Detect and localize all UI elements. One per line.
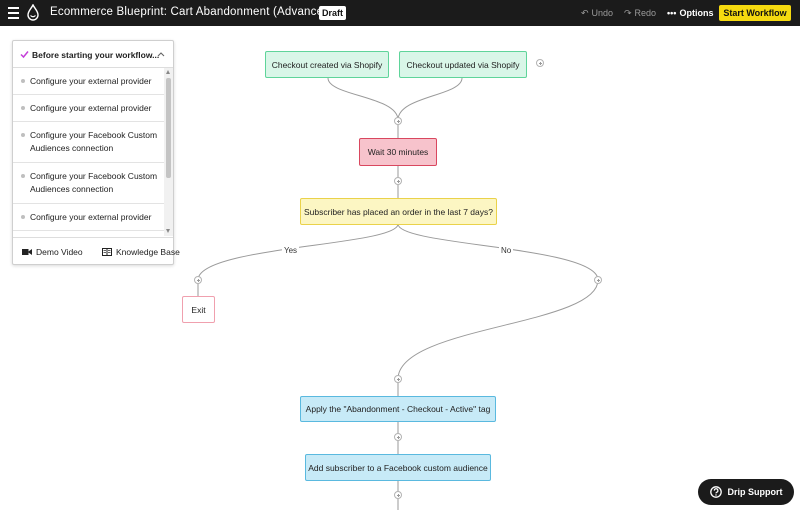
checklist-item[interactable]: Configure your Facebook Custom Audiences… (13, 122, 164, 163)
bullet-icon (21, 106, 25, 110)
checklist-scrollbar[interactable] (164, 68, 173, 236)
start-workflow-button[interactable]: Start Workflow (719, 5, 791, 21)
checklist-title: Before starting your workflow... (32, 50, 160, 60)
checklist-item[interactable]: Configure your external provider (13, 68, 164, 95)
chevron-up-icon[interactable] (157, 51, 165, 57)
add-step-icon[interactable] (394, 491, 402, 499)
yes-branch-label: Yes (282, 246, 300, 255)
more-dots-icon: ••• (667, 8, 677, 18)
add-step-icon[interactable] (394, 433, 402, 441)
delay-step[interactable]: Wait 30 minutes (359, 138, 437, 166)
undo-label: Undo (591, 8, 614, 18)
bullet-icon (21, 215, 25, 219)
checklist-item-label: Configure your Facebook Custom Audiences… (30, 130, 158, 153)
top-bar: Ecommerce Blueprint: Cart Abandonment (A… (0, 0, 800, 26)
menu-icon[interactable] (8, 7, 19, 19)
options-label: Options (679, 8, 714, 18)
drip-support-button[interactable]: Drip Support (698, 479, 794, 505)
workflow-canvas[interactable]: Checkout created via Shopify Checkout up… (0, 26, 800, 510)
book-icon (102, 248, 112, 256)
no-branch-label: No (499, 246, 514, 255)
add-step-icon[interactable] (394, 375, 402, 383)
scroll-up-icon[interactable] (166, 70, 170, 74)
add-step-icon[interactable] (594, 276, 602, 284)
undo-icon: ↶ (581, 8, 589, 18)
knowledge-base-label: Knowledge Base (116, 247, 180, 257)
decision-step[interactable]: Subscriber has placed an order in the la… (300, 198, 497, 225)
demo-video-link[interactable]: Demo Video (22, 247, 83, 257)
trigger-checkout-created[interactable]: Checkout created via Shopify (265, 51, 389, 78)
scroll-down-icon[interactable] (166, 229, 170, 233)
add-step-icon[interactable] (394, 117, 402, 125)
add-step-icon[interactable] (394, 177, 402, 185)
add-step-icon[interactable] (194, 276, 202, 284)
redo-label: Redo (634, 8, 657, 18)
bullet-icon (21, 79, 25, 83)
drip-support-label: Drip Support (727, 487, 783, 497)
undo-button[interactable]: ↶Undo (581, 6, 613, 20)
checklist-panel: Before starting your workflow... Configu… (12, 40, 180, 265)
redo-icon: ↷ (624, 8, 632, 18)
checklist-item-label: Configure your external provider (30, 212, 152, 222)
exit-step[interactable]: Exit (182, 296, 215, 323)
scroll-thumb[interactable] (166, 78, 171, 178)
checklist-item-label: Configure your Facebook Custom Audiences… (30, 171, 158, 194)
checklist-footer: Demo Video Knowledge Base (13, 237, 180, 265)
options-button[interactable]: •••Options (667, 6, 713, 20)
workflow-title[interactable]: Ecommerce Blueprint: Cart Abandonment (A… (50, 6, 334, 18)
checklist-item[interactable]: Configure your external provider (13, 204, 164, 231)
checklist-item-label: Configure your external provider (30, 103, 152, 113)
add-trigger-icon[interactable] (536, 59, 544, 67)
drip-logo-icon[interactable] (26, 4, 40, 22)
redo-button[interactable]: ↷Redo (624, 6, 656, 20)
knowledge-base-link[interactable]: Knowledge Base (102, 247, 180, 257)
checklist-items: Configure your external provider Configu… (13, 68, 164, 236)
question-circle-icon (709, 486, 722, 498)
trigger-checkout-updated[interactable]: Checkout updated via Shopify (399, 51, 527, 78)
bullet-icon (21, 133, 25, 137)
checklist-item[interactable]: Configure your external provider (13, 95, 164, 122)
checklist-header[interactable]: Before starting your workflow... (13, 41, 173, 68)
apply-tag-action[interactable]: Apply the "Abandonment - Checkout - Acti… (300, 396, 496, 422)
video-camera-icon (22, 249, 32, 255)
bullet-icon (21, 174, 25, 178)
demo-video-label: Demo Video (36, 247, 83, 257)
checklist-item[interactable]: Configure your Facebook Custom Audiences… (13, 163, 164, 204)
facebook-audience-action[interactable]: Add subscriber to a Facebook custom audi… (305, 454, 491, 481)
checklist-item-label: Configure your external provider (30, 76, 152, 86)
status-badge: Draft (319, 6, 347, 20)
checkmark-icon (20, 51, 29, 59)
